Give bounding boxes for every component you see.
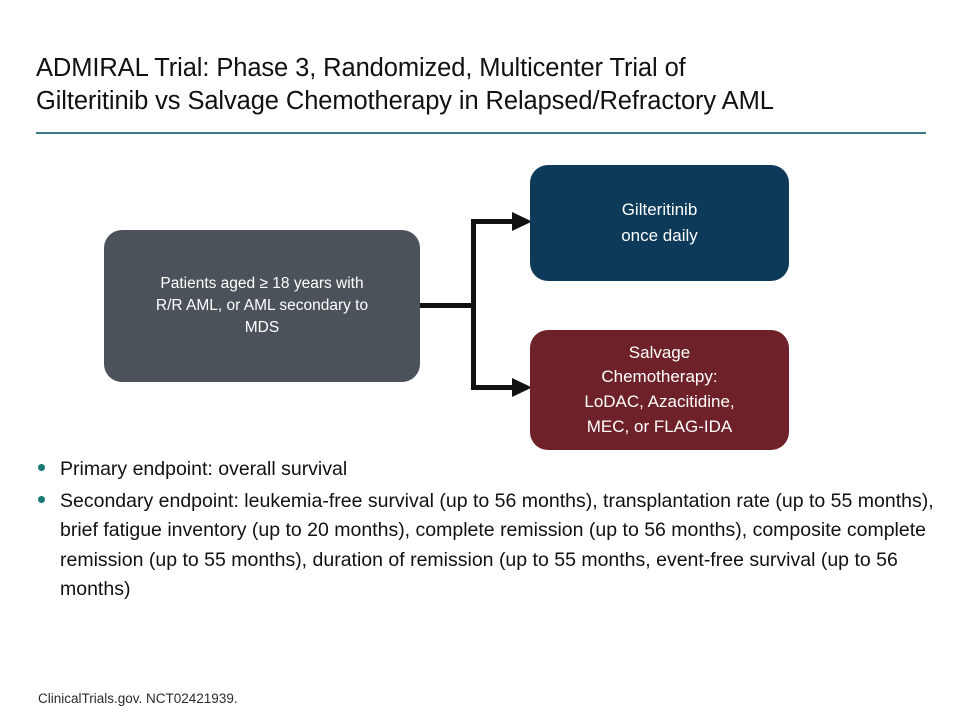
list-item: Primary endpoint: overall survival	[38, 455, 938, 485]
source-citation: ClinicalTrials.gov. NCT02421939.	[38, 691, 238, 706]
title-block: ADMIRAL Trial: Phase 3, Randomized, Mult…	[36, 52, 926, 118]
diagram-node-population: Patients aged ≥ 18 years with R/R AML, o…	[104, 230, 420, 382]
arrowhead-upper-icon	[512, 212, 532, 231]
bullet-dot-icon	[38, 455, 60, 471]
arrowhead-lower-icon	[512, 378, 532, 397]
bullet-dot-icon	[38, 487, 60, 503]
trial-design-diagram: Patients aged ≥ 18 years with R/R AML, o…	[104, 165, 789, 450]
diagram-node-treatment-arm: Gilteritinib once daily	[530, 165, 789, 281]
primary-endpoint-text: Primary endpoint: overall survival	[60, 458, 348, 480]
diagram-node-control-arm: Salvage Chemotherapy: LoDAC, Azacitidine…	[530, 330, 789, 450]
treatment-arm-label: Gilteritinib once daily	[621, 199, 698, 245]
page-title: ADMIRAL Trial: Phase 3, Randomized, Mult…	[36, 54, 774, 115]
title-divider	[36, 132, 926, 134]
list-item: Secondary endpoint: leukemia-free surviv…	[38, 487, 938, 605]
endpoints-list: Primary endpoint: overall survival Secon…	[38, 455, 938, 607]
control-arm-label: Salvage Chemotherapy: LoDAC, Azacitidine…	[584, 342, 735, 436]
secondary-endpoint-text: Secondary endpoint: leukemia-free surviv…	[60, 489, 934, 601]
population-box-label: Patients aged ≥ 18 years with R/R AML, o…	[155, 275, 369, 336]
